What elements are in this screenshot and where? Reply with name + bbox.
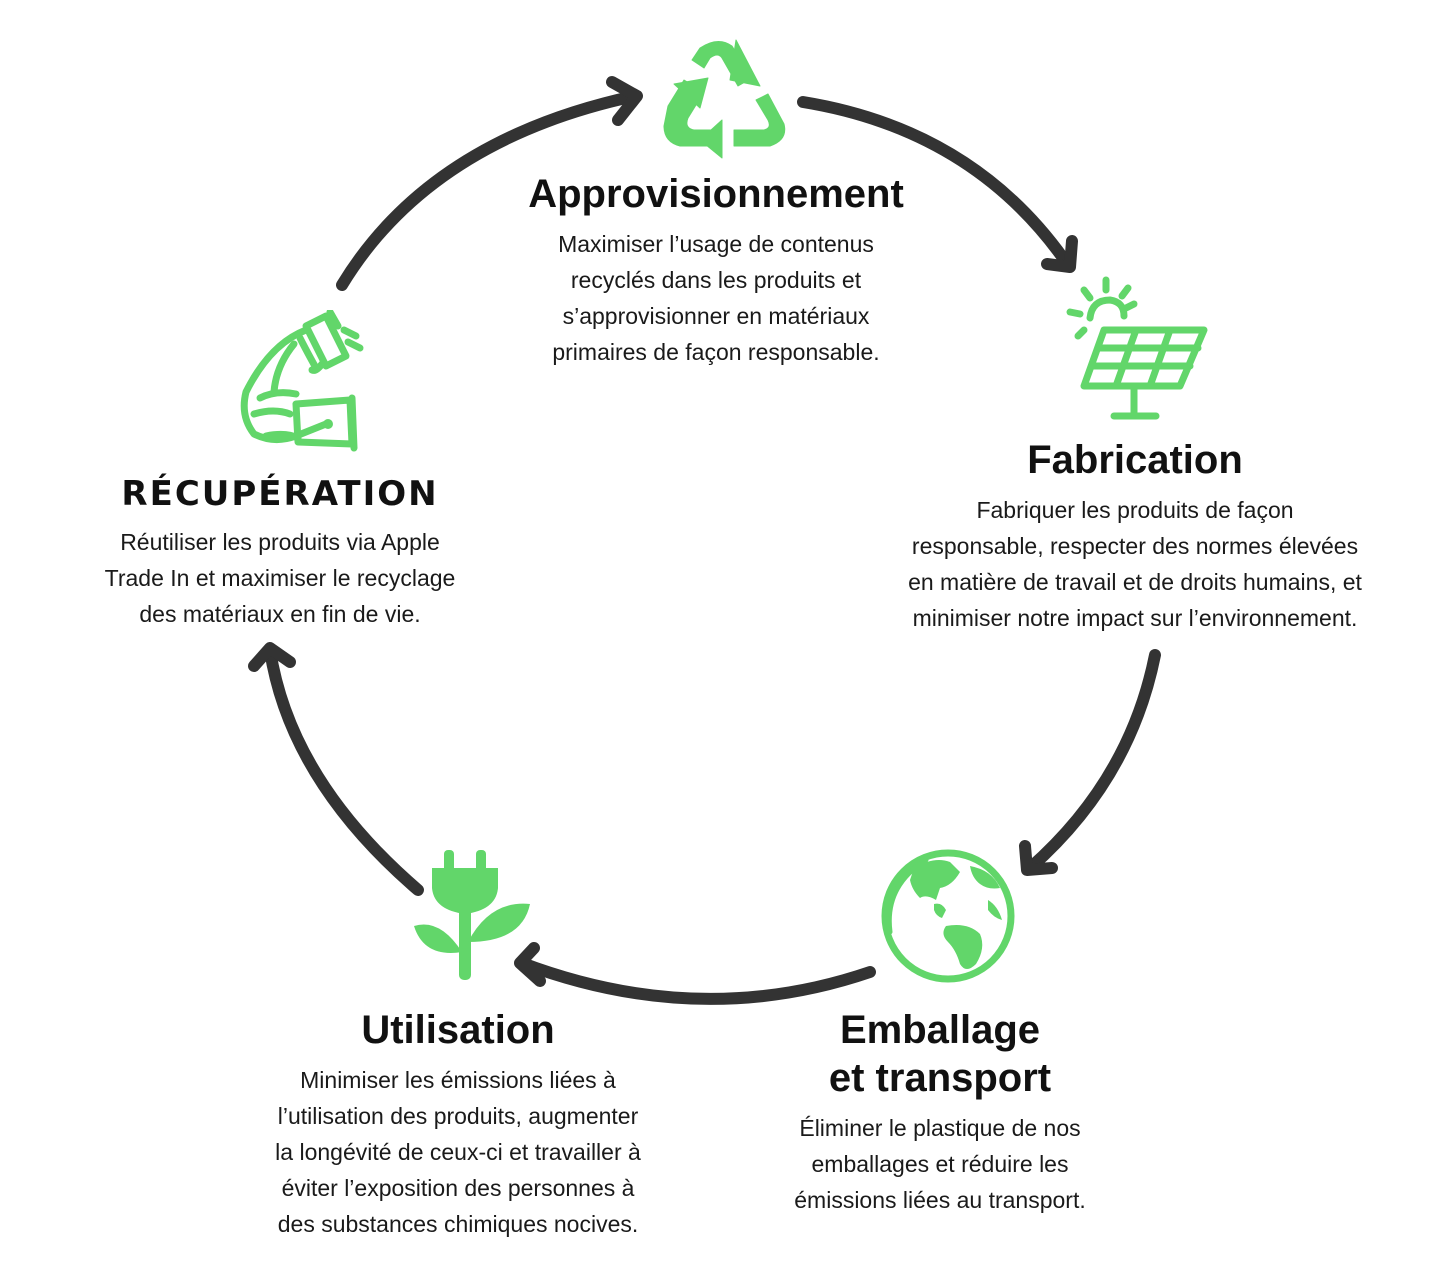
stage-usage: Utilisation Minimiser les émissions liée… (228, 1006, 688, 1242)
stage-manufacturing-title: Fabrication (1027, 438, 1243, 482)
stage-manufacturing: Fabrication Fabriquer les produits de fa… (860, 436, 1410, 636)
arrow-usage-to-recovery (248, 642, 424, 896)
stage-manufacturing-description: Fabriquer les produits de façon responsa… (908, 497, 1362, 631)
arrow-recovery-to-sourcing (336, 76, 643, 291)
stage-sourcing-title: Approvisionnement (528, 172, 904, 216)
stage-usage-title: Utilisation (361, 1008, 555, 1052)
stage-recovery: RÉCUPÉRATION Réutiliser les produits via… (60, 472, 500, 632)
stage-packaging-title: Emballage et transport (828, 1008, 1052, 1100)
stage-usage-description: Minimiser les émissions liées à l’utilis… (275, 1067, 641, 1237)
stage-recovery-description: Réutiliser les produits via Apple Trade … (104, 529, 456, 627)
hand-plug-dot (323, 419, 333, 429)
arrow-manufacturing-to-packaging (1019, 649, 1161, 876)
arrow-sourcing-to-manufacturing (797, 96, 1078, 273)
solar-panel-icon (1066, 276, 1208, 420)
stage-sourcing-description: Maximiser l’usage de contenus recyclés d… (552, 231, 880, 365)
hand-plug-icon (240, 310, 364, 452)
stage-packaging-description: Éliminer le plastique de nos emballages … (794, 1115, 1086, 1213)
globe-icon (881, 849, 1015, 983)
stage-recovery-title: RÉCUPÉRATION (121, 474, 439, 514)
arrow-packaging-to-usage (514, 942, 876, 1005)
stage-packaging: Emballage et transport Éliminer le plast… (740, 1006, 1140, 1218)
stage-sourcing: Approvisionnement Maximiser l’usage de c… (476, 170, 956, 370)
recycle-icon (663, 39, 786, 159)
plug-plant-icon (414, 850, 530, 980)
